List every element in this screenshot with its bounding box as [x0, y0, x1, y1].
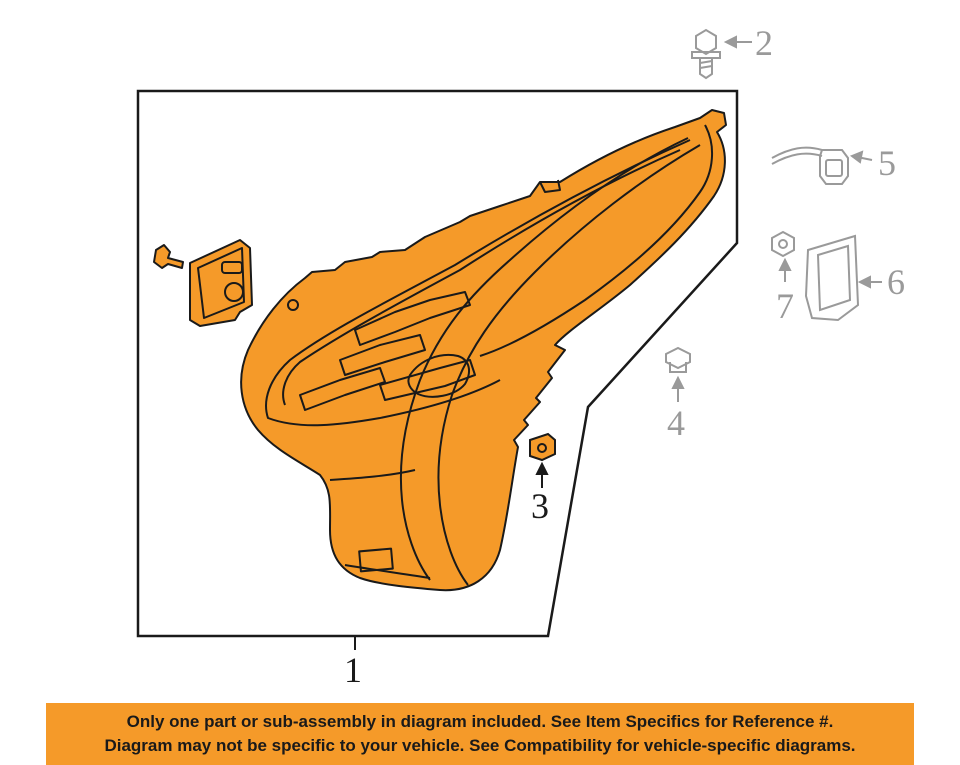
parts-diagram: 1 2 3 4 5 6 7 [136, 23, 905, 690]
disclaimer-line-1: Only one part or sub-assembly in diagram… [126, 712, 834, 731]
bracket-body [804, 234, 860, 322]
module-face [197, 247, 245, 319]
bolt-part [691, 28, 752, 80]
grommet-base [669, 362, 687, 373]
lower-contour-2 [344, 564, 431, 579]
headlamp-assembly[interactable] [240, 109, 727, 592]
callout-7: 7 [776, 286, 794, 326]
harness-part [771, 146, 873, 185]
arrow-7-head [778, 257, 792, 271]
label-tab [358, 547, 394, 573]
callout-2: 2 [755, 23, 773, 63]
harness-wire [771, 146, 823, 159]
grommet-part [665, 346, 691, 402]
arrow-3-head [535, 461, 549, 475]
led-block-4 [379, 359, 476, 401]
arrow-6-head [857, 275, 871, 289]
nut-7-hole [778, 239, 788, 249]
callout-3: 3 [531, 486, 549, 526]
bracket-part [771, 230, 882, 322]
clip-body [529, 432, 556, 462]
module-switch [221, 261, 243, 274]
clip-hole [537, 443, 547, 453]
led-block-3 [299, 367, 386, 411]
clip-part [529, 432, 556, 488]
led-block-1 [354, 291, 471, 346]
bolt-shank [699, 58, 713, 80]
lower-contour [329, 469, 416, 481]
callout-4: 4 [667, 403, 685, 443]
arrow-5-head [849, 150, 864, 164]
nut-7 [771, 230, 795, 258]
bolt-thread [699, 60, 713, 69]
headlamp-housing [240, 109, 727, 592]
reflector-bowl [407, 354, 471, 398]
harness-plug [819, 149, 849, 185]
arrow-4-head [671, 375, 685, 389]
bolt-head [695, 28, 717, 56]
mount-hole [287, 299, 299, 311]
harness-plug-face [825, 159, 843, 177]
led-block-2 [339, 334, 426, 376]
housing-inner-contour [479, 124, 714, 357]
disclaimer-line-2: Diagram may not be specific to your vehi… [104, 736, 856, 755]
grommet-cap [665, 346, 691, 370]
module-connector [224, 282, 244, 302]
drl-strip-inner [437, 144, 701, 586]
callout-6: 6 [887, 262, 905, 302]
disclaimer-banner: Only one part or sub-assembly in diagram… [46, 703, 914, 765]
screw-body [153, 244, 184, 269]
harness-wire-2 [771, 152, 823, 165]
bracket-flange [816, 244, 852, 312]
mount-tab-top [539, 179, 561, 193]
lens-outline [265, 139, 691, 427]
arrow-2-head [723, 35, 737, 49]
callout-5: 5 [878, 143, 896, 183]
callout-1: 1 [344, 650, 362, 690]
bolt-flange [691, 51, 721, 59]
leveling-module[interactable] [153, 239, 253, 327]
assembly-frame [136, 89, 739, 638]
lens-outline-inner [282, 149, 681, 406]
